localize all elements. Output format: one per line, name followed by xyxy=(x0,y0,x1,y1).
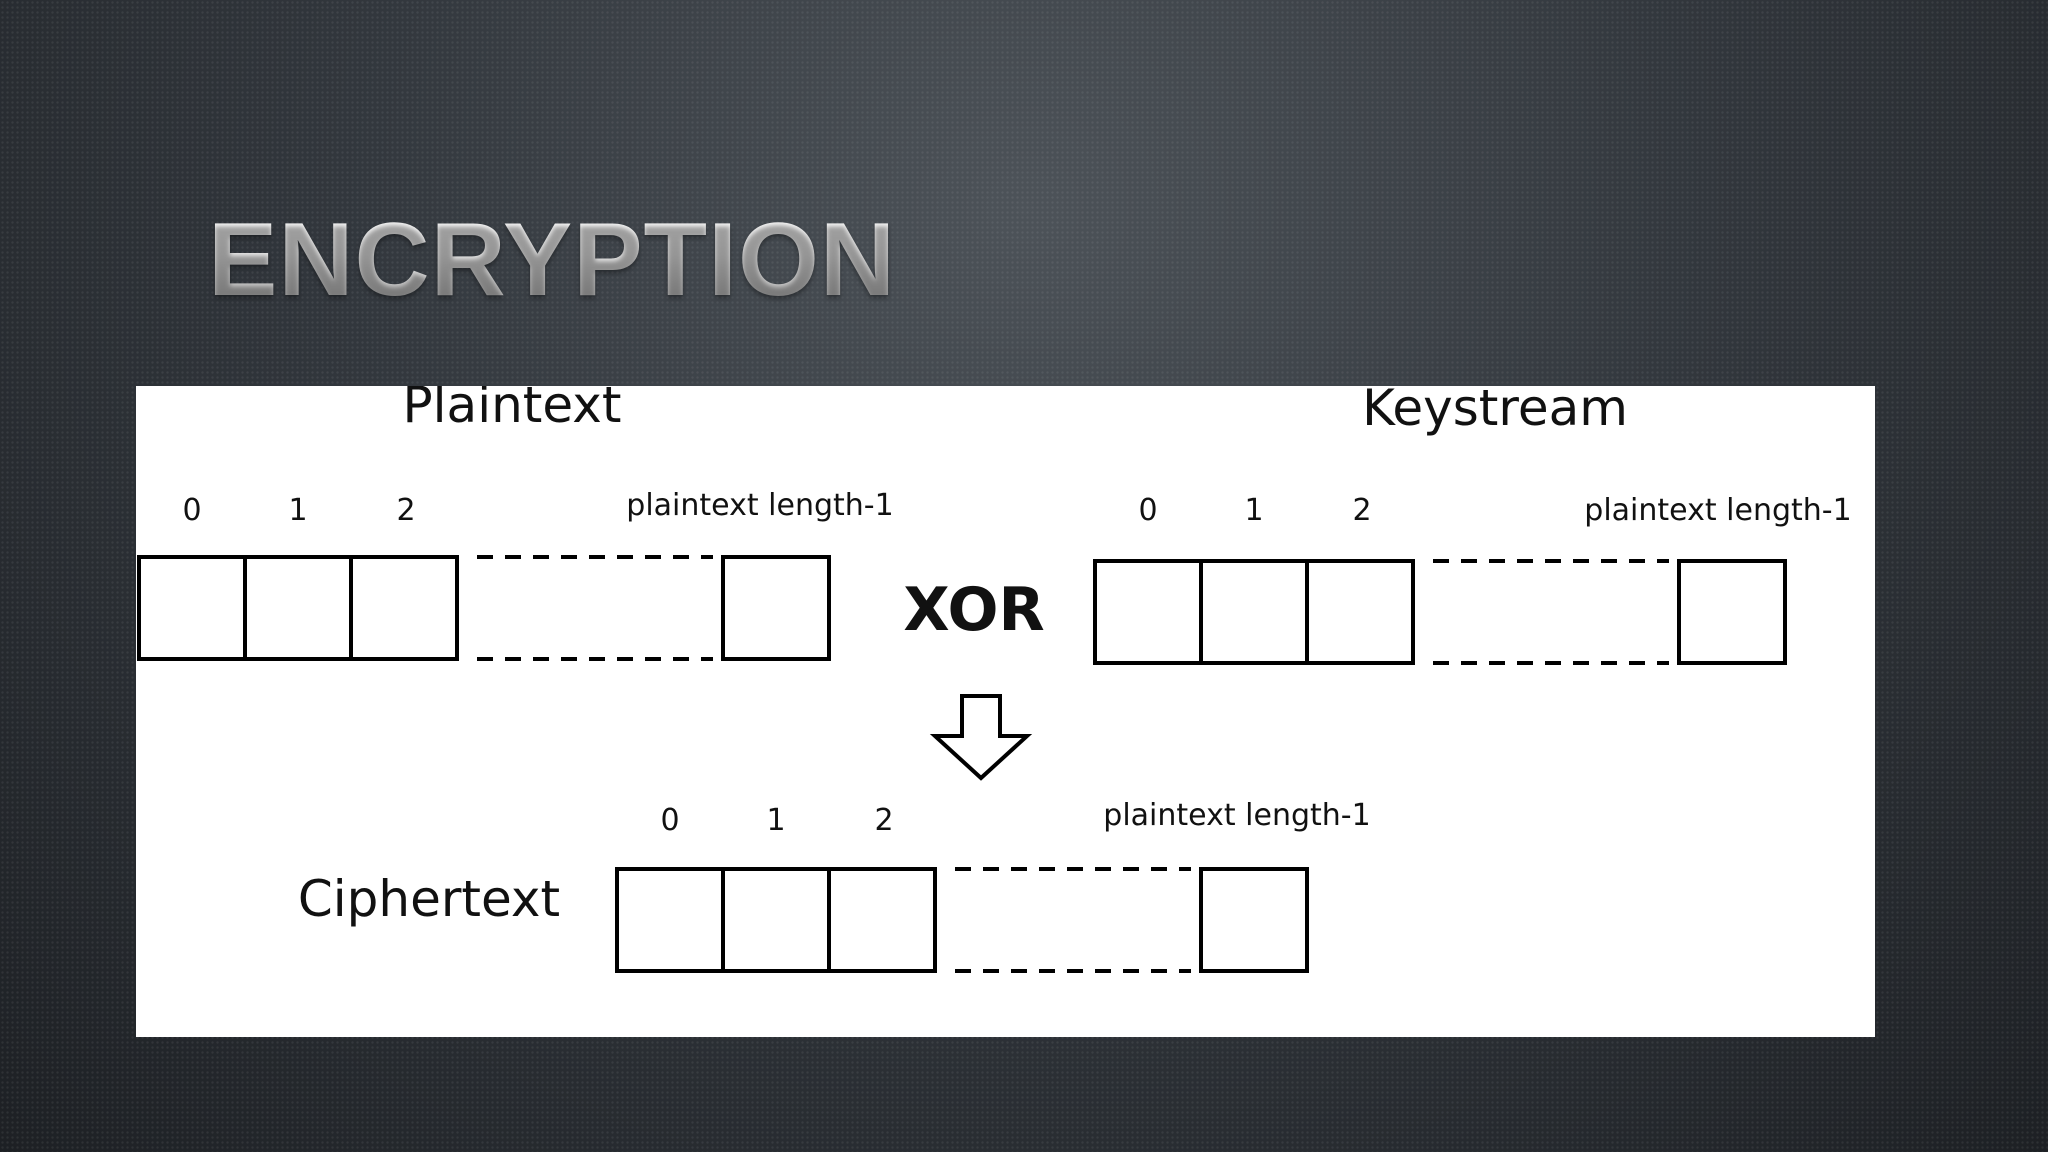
ciphertext-cell-2 xyxy=(827,867,937,973)
keystream-cell-2 xyxy=(1305,559,1415,665)
keystream-group: Keystream 0 1 2 plaintext length-1 xyxy=(1093,386,1852,665)
ciphertext-index-0: 0 xyxy=(660,803,679,838)
keystream-index-0: 0 xyxy=(1138,493,1157,528)
ciphertext-label: Ciphertext xyxy=(298,870,560,928)
stream-cipher-diagram: Plaintext 0 1 2 plaintext length-1 XOR K… xyxy=(137,386,1852,973)
ciphertext-cell-0 xyxy=(615,867,725,973)
plaintext-cell-1 xyxy=(243,555,353,661)
plaintext-cell-0 xyxy=(137,555,247,661)
keystream-label: Keystream xyxy=(1362,386,1628,437)
ciphertext-index-1: 1 xyxy=(766,803,785,838)
down-arrow-icon xyxy=(929,694,1033,781)
keystream-index-1: 1 xyxy=(1244,493,1263,528)
plaintext-cell-last xyxy=(721,555,831,661)
keystream-cell-1 xyxy=(1199,559,1309,665)
plaintext-index-1: 1 xyxy=(288,493,307,528)
slide-title: ENCRYPTION xyxy=(208,202,896,318)
ciphertext-group: Ciphertext 0 1 2 plaintext length-1 xyxy=(298,798,1371,973)
diagram-panel: Plaintext 0 1 2 plaintext length-1 XOR K… xyxy=(136,386,1875,1037)
plaintext-cell-2 xyxy=(349,555,459,661)
plaintext-group: Plaintext 0 1 2 plaintext length-1 xyxy=(137,386,894,661)
keystream-cell-last xyxy=(1677,559,1787,665)
keystream-index-last: plaintext length-1 xyxy=(1584,493,1851,528)
plaintext-index-0: 0 xyxy=(182,493,201,528)
ciphertext-index-last: plaintext length-1 xyxy=(1103,798,1370,833)
keystream-cell-0 xyxy=(1093,559,1203,665)
ciphertext-cell-last xyxy=(1199,867,1309,973)
keystream-index-2: 2 xyxy=(1352,493,1371,528)
plaintext-index-last: plaintext length-1 xyxy=(626,488,893,523)
xor-operator: XOR xyxy=(903,575,1044,645)
ciphertext-index-2: 2 xyxy=(874,803,893,838)
plaintext-label: Plaintext xyxy=(403,386,622,434)
ciphertext-cell-1 xyxy=(721,867,831,973)
plaintext-index-2: 2 xyxy=(396,493,415,528)
